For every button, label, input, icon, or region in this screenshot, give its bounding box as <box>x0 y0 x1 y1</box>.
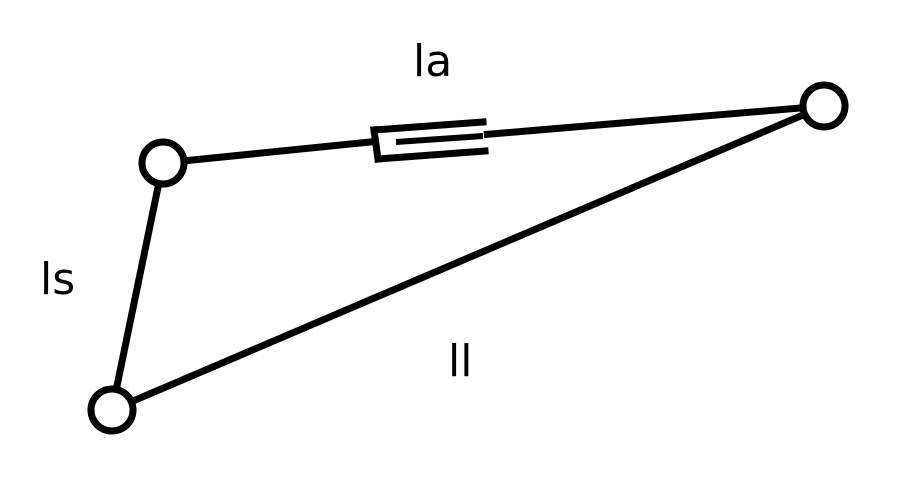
link-ls <box>108 159 167 414</box>
joint-top-left <box>138 138 188 188</box>
actuator-cylinder <box>370 118 489 163</box>
link-ll <box>108 102 828 414</box>
joint-right <box>799 81 849 131</box>
label-ll: ll <box>448 336 473 387</box>
joint-bottom-left <box>87 385 137 435</box>
link-la-left <box>159 137 384 167</box>
label-la: la <box>413 36 453 87</box>
label-ls: ls <box>40 254 76 305</box>
